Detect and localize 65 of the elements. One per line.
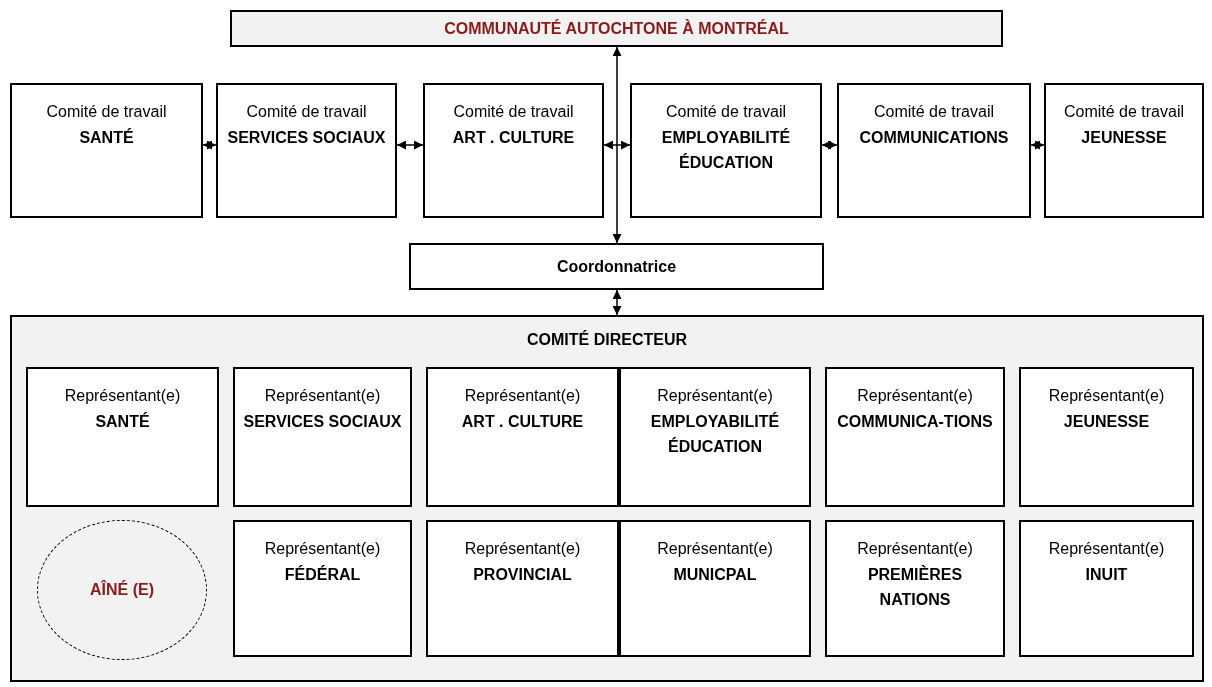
double-arrow — [821, 140, 838, 150]
box-label: EMPLOYABILITÉ ÉDUCATION — [660, 127, 792, 174]
box-label: INUIT — [1085, 564, 1128, 585]
elder-label: AÎNÉ (E) — [90, 579, 154, 601]
double-arrow — [612, 46, 622, 244]
role-label: Représentant(e) — [1048, 539, 1165, 559]
committee-box — [426, 367, 619, 507]
group-panel — [10, 315, 1204, 682]
role-label: Représentant(e) — [64, 386, 181, 406]
role-label: Représentant(e) — [464, 539, 581, 559]
role-label: Comité de travail — [246, 102, 367, 122]
committee-box — [619, 367, 811, 507]
role-label: Comité de travail — [453, 102, 574, 122]
committee-box — [825, 520, 1005, 657]
role-label: Comité de travail — [1063, 102, 1184, 122]
box-label: ART . CULTURE — [452, 127, 575, 148]
box-label: JEUNESSE — [1081, 127, 1167, 148]
box-label: MUNICPAL — [673, 564, 757, 585]
committee-box — [837, 83, 1031, 218]
box-label: SANTÉ — [79, 127, 134, 148]
committee-box — [10, 83, 203, 218]
role-label: Représentant(e) — [1048, 386, 1165, 406]
box-label: COMMUNICA-TIONS — [837, 411, 993, 432]
committee-box — [619, 520, 811, 657]
box-label: SERVICES SOCIAUX — [227, 127, 386, 148]
double-arrow — [396, 140, 424, 150]
committee-box — [426, 520, 619, 657]
box-label: PROVINCIAL — [473, 564, 572, 585]
double-arrow — [202, 140, 217, 150]
double-arrow — [603, 140, 631, 150]
committee-box — [1019, 367, 1194, 507]
box-label: FÉDÉRAL — [284, 564, 361, 585]
committee-box — [216, 83, 397, 218]
double-arrow — [612, 289, 622, 316]
box-label: JEUNESSE — [1063, 411, 1150, 432]
box-label: ART . CULTURE — [461, 411, 584, 432]
committee-box — [825, 367, 1005, 507]
box-label: COMMUNICATIONS — [859, 127, 1009, 148]
role-label: Représentant(e) — [657, 539, 773, 559]
role-label: Comité de travail — [873, 102, 994, 122]
role-label: Représentant(e) — [264, 386, 381, 406]
box-label: COMMUNAUTÉ AUTOCHTONE À MONTRÉAL — [444, 18, 789, 39]
role-label: Représentant(e) — [857, 386, 973, 406]
committee-box — [1044, 83, 1204, 218]
committee-box — [630, 83, 822, 218]
role-label: Représentant(e) — [464, 386, 581, 406]
box-label: SERVICES SOCIAUX — [243, 411, 402, 432]
role-label: Représentant(e) — [657, 386, 773, 406]
title-box — [230, 10, 1003, 47]
role-label: Représentant(e) — [264, 539, 381, 559]
box-label: PREMIÈRES NATIONS — [866, 564, 964, 611]
coordinator-box — [409, 243, 824, 290]
role-label: Comité de travail — [46, 102, 167, 122]
box-label: Coordonnatrice — [556, 256, 677, 277]
box-label: EMPLOYABILITÉ ÉDUCATION — [649, 411, 781, 458]
committee-box — [233, 520, 412, 657]
double-arrow — [1030, 140, 1045, 150]
role-label: Comité de travail — [665, 102, 786, 122]
role-label: Représentant(e) — [857, 539, 973, 559]
committee-box — [26, 367, 219, 507]
committee-box — [423, 83, 604, 218]
box-label: COMITÉ DIRECTEUR — [527, 329, 687, 350]
box-label: SANTÉ — [95, 411, 150, 432]
committee-box — [233, 367, 412, 507]
committee-box — [1019, 520, 1194, 657]
